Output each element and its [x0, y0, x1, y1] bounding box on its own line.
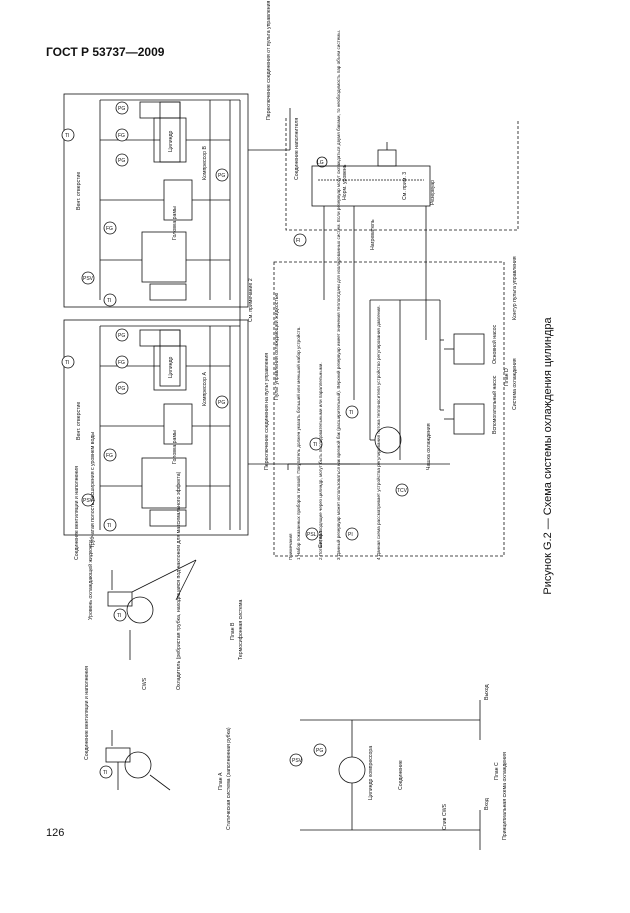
tcv-label: TCV: [397, 488, 408, 494]
to-control-panel: Переключение соединения на пульт управле…: [264, 353, 270, 470]
expansion-label: Соединение наполнителя: [294, 118, 300, 180]
signal-label: Сигнал: [318, 531, 324, 548]
notes-heading: Примечания: [288, 533, 293, 560]
see-note-2: См. примечание 2: [248, 278, 254, 322]
plan-c-title: План С: [494, 762, 500, 780]
cooler-panel-label: Пульт управления охлаждающей жидкостью: [273, 293, 280, 400]
fg-label-a1: FG: [118, 360, 125, 366]
fg-label-a2: FG: [106, 453, 113, 459]
pg-label-a2: PG: [118, 386, 125, 392]
cyl-compressor-label: Цилиндр компрессора: [368, 746, 374, 800]
level-label: Норм. уровень: [342, 164, 348, 200]
cooling-panel: [273, 261, 505, 557]
distance-piece-a-label: Головка рамы: [172, 430, 178, 464]
psv-label-a: PSV: [83, 498, 94, 504]
cylinder-b-label: Цилиндр: [168, 130, 174, 152]
note-4: 4 Данная схема рассматривает устройства …: [375, 305, 381, 560]
standby-pump-label: Вспомогательный насос: [491, 375, 498, 434]
pg-instrument: [115, 101, 129, 115]
from-control-panel: Переключение соединения от пульта управл…: [266, 0, 272, 120]
pg-label-b2: PG: [118, 158, 125, 164]
fg-label-b1: FG: [118, 133, 125, 139]
plan-a-title: План А: [218, 772, 224, 790]
note-1: 1 Набор показанных приборов типовой. Пок…: [295, 327, 301, 560]
ti-label-b1: TI: [65, 133, 69, 139]
vent-conn-label: Соединение вентиляции и наполнения: [74, 466, 80, 560]
ti-label-a1: TI: [65, 360, 69, 366]
vent-conn-label-2: Соединение вентиляции и наполнения: [84, 666, 90, 760]
ti-label-panel: TI: [349, 410, 353, 416]
cws-label: CWS: [142, 677, 148, 690]
ti-label-planb: TI: [117, 613, 121, 619]
note-2: 2 Потоки, проходящие через цилиндр, могу…: [318, 362, 323, 560]
compressor-a-box: [63, 319, 249, 536]
see-note-3: См. прим. 3: [402, 172, 408, 200]
ti-instrument: [61, 128, 75, 142]
psl-label: PSL: [307, 532, 317, 538]
psv-label-planc: PSV: [292, 758, 303, 764]
drain-cws-label: Слив CWS: [442, 803, 448, 830]
reservoir-label: Резервуар: [430, 180, 436, 205]
heater-label: Нагреватель: [370, 219, 376, 250]
main-pump: [453, 333, 485, 365]
vent-label-a: Вент. отверстие: [76, 402, 82, 440]
compressor-b-label: Компрессор В: [202, 145, 208, 180]
pg-label-b1: PG: [118, 106, 125, 112]
distance-piece-b-label: Головка рамы: [172, 206, 178, 240]
lg-label: LG: [317, 160, 324, 166]
outlet-label: Выход: [484, 684, 490, 700]
page-number: 126: [46, 827, 65, 839]
coolant-level-label: Уровень охлаждающей жидкости: [87, 540, 94, 620]
document-header: ГОСТ Р 53737—2009: [46, 45, 165, 59]
vent-label-b: Вент. отверстие: [76, 172, 82, 210]
control-contour-label: Контур пульта управления: [512, 256, 518, 320]
distance-piece-b: [163, 179, 193, 221]
ti-label-plana: TI: [103, 770, 107, 776]
reservoir-tank: [311, 165, 431, 207]
plan-a-subtitle: Статическая система (заполненная рубка): [226, 727, 232, 830]
ti-label-a2: TI: [107, 523, 111, 529]
note-3: 3 Данный резервуар может использоваться …: [335, 30, 341, 560]
plan-b-subtitle: Термосифонная система: [238, 600, 244, 660]
cylinder-a-label: Цилиндр: [168, 356, 174, 378]
plan-c-subtitle: Принципиальная схема охлаждения: [502, 752, 508, 840]
fi-label: FI: [296, 238, 300, 244]
tube-expansion-label: Трубчатая полость расширения с уровнем в…: [90, 432, 96, 548]
pg-label-a1: PG: [118, 333, 125, 339]
plan-b-title: План В: [230, 622, 236, 640]
ti-label-panel2: TI: [313, 442, 317, 448]
standby-pump: [453, 403, 485, 435]
pg-label-planc: PG: [316, 748, 323, 754]
cylinder-b2: [141, 231, 187, 283]
connection-label: Соединение: [398, 760, 404, 790]
cooler-label: Чашка охлаждения: [426, 423, 432, 470]
ti-label-b2: TI: [107, 298, 111, 304]
inlet-label: Вход: [484, 798, 490, 810]
compressor-a-label: Компрессор А: [202, 371, 208, 406]
pg-label-a3: PG: [218, 400, 225, 406]
cooling-system-label: Система охлаждения: [512, 358, 518, 410]
compressor-b-box: [63, 93, 249, 308]
psv-label-b: PSV: [83, 276, 94, 282]
plan-d-label: План D: [504, 368, 510, 386]
pg-label-b3: PG: [218, 173, 225, 179]
fg-label-b2: FG: [106, 226, 113, 232]
cooler-fins-label: Охладитель (ребристая трубка, находящаяс…: [176, 471, 182, 690]
main-pump-label: Основной насос: [491, 324, 498, 364]
pi-label: PI: [348, 532, 353, 538]
